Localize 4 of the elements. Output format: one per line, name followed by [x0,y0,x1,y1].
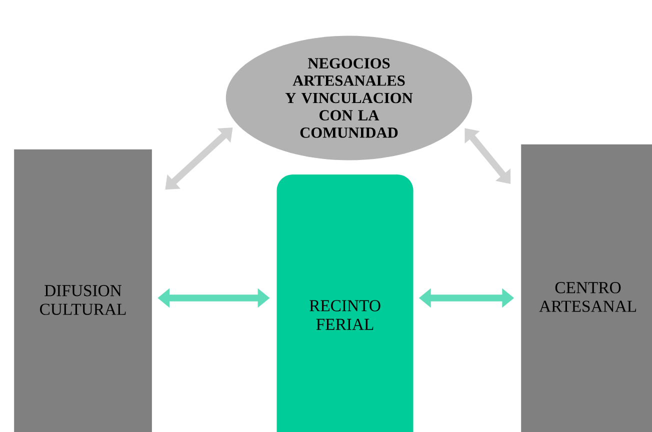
side-panel: CENTRO ARTESANAL [521,144,652,432]
side-panel: DIFUSION CULTURAL [14,149,152,432]
arrow [464,128,511,184]
center-box: RECINTO FERIAL [276,174,414,432]
